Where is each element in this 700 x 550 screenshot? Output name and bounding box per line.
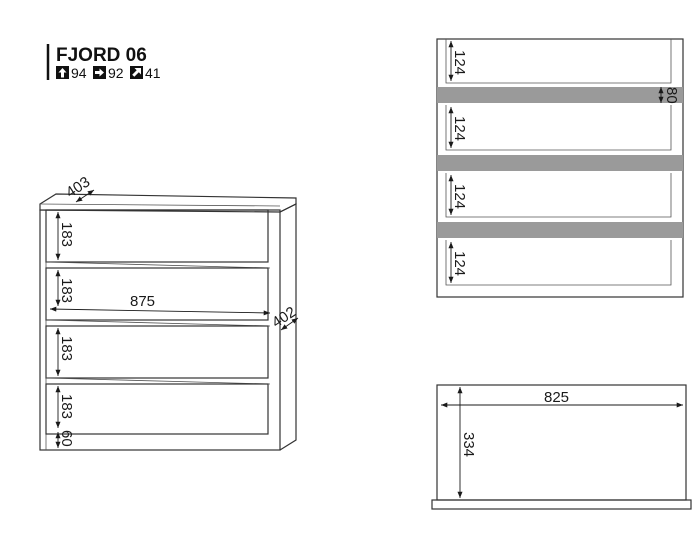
top-inner-view: 825 334	[431, 384, 692, 510]
depth-side-label: 402	[269, 303, 299, 331]
drawer-height-3: 183	[58, 336, 75, 361]
drawer-height-2: 183	[58, 278, 75, 303]
drawer-inner-2: 124	[451, 116, 468, 141]
spec-depth-value: 41	[145, 65, 161, 81]
inner-depth-label: 334	[460, 432, 477, 457]
drawer-box-1	[445, 39, 672, 84]
depth-top-label: 403	[63, 173, 93, 201]
drawer-inner-4: 124	[451, 251, 468, 276]
width-label: 875	[130, 293, 155, 310]
spec-width-value: 92	[108, 65, 124, 81]
section-separator-2	[437, 155, 683, 171]
section-separator-3	[437, 222, 683, 238]
section-separator-1	[437, 87, 683, 103]
drawer-box-4	[445, 240, 672, 286]
inner-base	[431, 499, 692, 510]
drawer-front-3	[45, 325, 269, 379]
front-view: 403 875 402 183 183 183 183 60	[39, 173, 299, 451]
inner-width-label: 825	[544, 389, 569, 406]
drawer-box-3	[445, 173, 672, 218]
drawer-section-view: 124 124 124 124 80	[436, 38, 684, 298]
drawer-box-2	[445, 105, 672, 151]
drawer-height-4: 183	[58, 394, 75, 419]
drawer-height-1: 183	[58, 222, 75, 247]
drawer-fronts	[45, 209, 271, 435]
drawer-front-2	[45, 267, 269, 321]
product-title: FJORD 06	[56, 45, 147, 66]
drawer-front-4	[45, 383, 269, 435]
drawer-front-1	[45, 209, 269, 263]
spec-height: 94	[56, 65, 87, 81]
carcass	[39, 209, 281, 451]
spec-width: 92	[93, 65, 124, 81]
drawer-inner-1: 124	[451, 50, 468, 75]
spec-depth: 41	[130, 65, 161, 81]
drawer-inner-3: 124	[451, 184, 468, 209]
plinth-label: 60	[58, 430, 75, 447]
gap-label: 80	[663, 87, 680, 104]
product-header: FJORD 06 94 92 41	[46, 44, 161, 81]
spec-height-value: 94	[71, 65, 87, 81]
